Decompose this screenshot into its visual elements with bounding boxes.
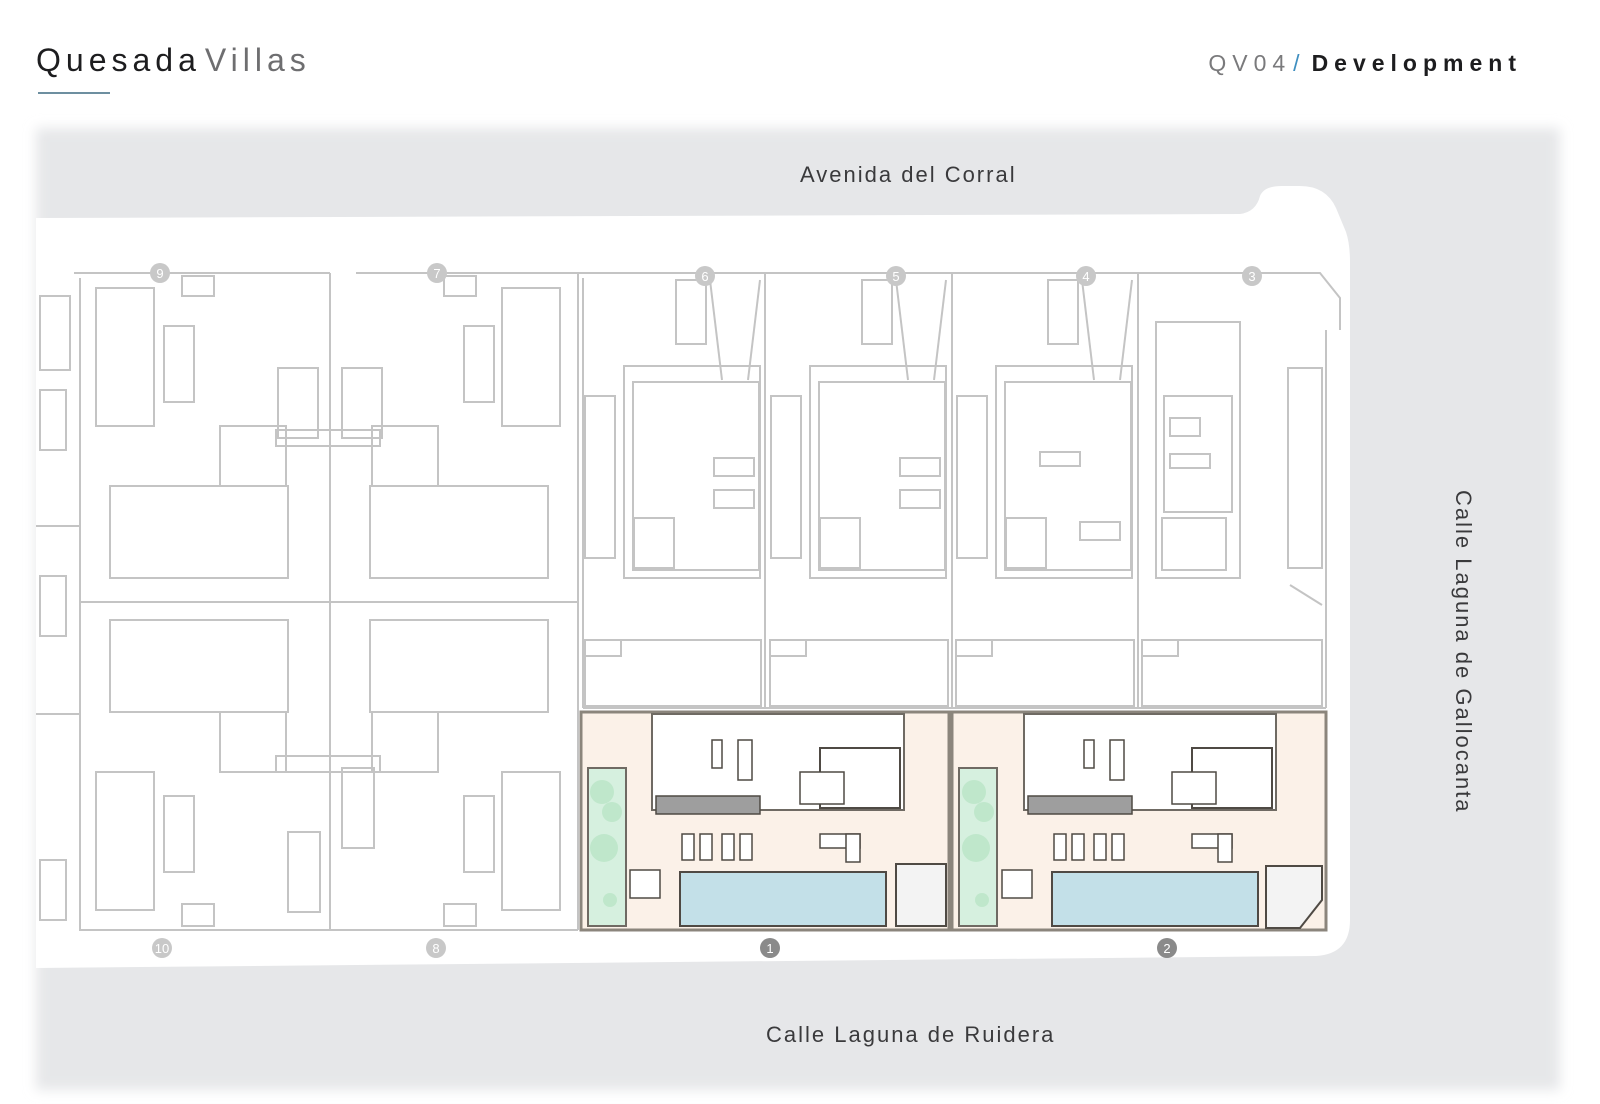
brand-subtitle: Villas xyxy=(204,42,311,78)
plot-badge-3[interactable]: 3 xyxy=(1242,266,1262,286)
plot-badge-4[interactable]: 4 xyxy=(1076,266,1096,286)
plot-badge-5[interactable]: 5 xyxy=(886,266,906,286)
plot-badge-1[interactable]: 1 xyxy=(760,938,780,958)
svg-text:10: 10 xyxy=(155,941,169,956)
plot-badge-8[interactable]: 8 xyxy=(426,938,446,958)
plot-1-highlight[interactable] xyxy=(579,710,951,932)
svg-text:2: 2 xyxy=(1163,941,1170,956)
plot-badge-10[interactable]: 10 xyxy=(152,938,172,958)
plots-default xyxy=(36,272,1341,931)
street-label-north: Avenida del Corral xyxy=(800,162,1017,187)
svg-text:9: 9 xyxy=(156,266,163,281)
svg-text:8: 8 xyxy=(432,941,439,956)
svg-text:6: 6 xyxy=(701,269,708,284)
project-reference: QV04/Development xyxy=(1208,50,1522,77)
brand-underline xyxy=(38,92,110,94)
svg-text:1: 1 xyxy=(766,941,773,956)
svg-text:5: 5 xyxy=(892,269,899,284)
street-label-south: Calle Laguna de Ruidera xyxy=(766,1022,1056,1047)
project-code: QV04 xyxy=(1208,50,1292,76)
page-title: Development xyxy=(1311,50,1522,76)
plot-2-highlight[interactable] xyxy=(950,710,1328,932)
ref-separator: / xyxy=(1293,50,1306,76)
plot-badge-9[interactable]: 9 xyxy=(150,263,170,283)
street-label-east: Calle Laguna de Gallocanta xyxy=(1451,490,1476,814)
svg-text:7: 7 xyxy=(433,266,440,281)
plot-badge-2[interactable]: 2 xyxy=(1157,938,1177,958)
plot-badge-7[interactable]: 7 xyxy=(427,263,447,283)
plot-badge-6[interactable]: 6 xyxy=(695,266,715,286)
svg-text:4: 4 xyxy=(1082,269,1089,284)
brand-name: Quesada xyxy=(36,42,201,78)
svg-text:3: 3 xyxy=(1248,269,1255,284)
